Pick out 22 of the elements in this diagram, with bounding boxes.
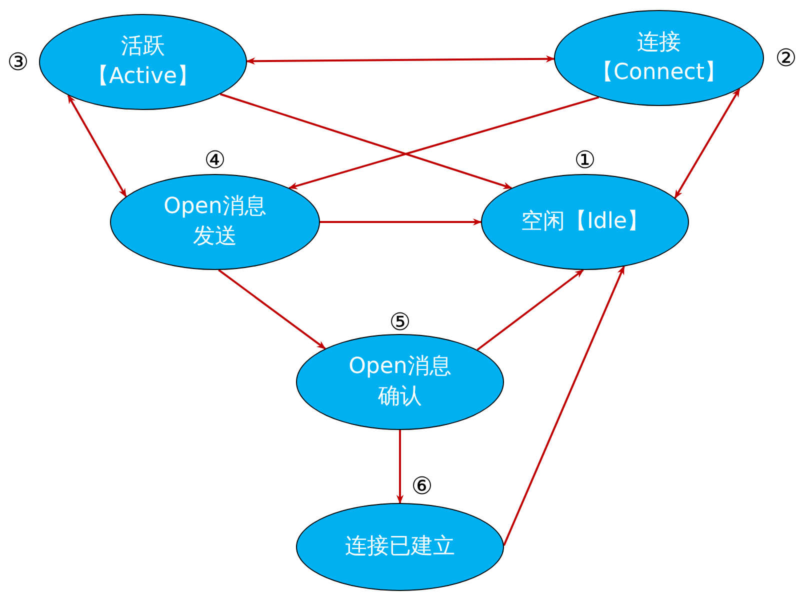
arrow [674, 88, 740, 199]
step-number: ① [574, 147, 596, 173]
step-number: ⑥ [411, 473, 433, 499]
step-number: ② [775, 45, 796, 71]
step-number: ④ [204, 147, 226, 173]
arrow [220, 93, 512, 190]
step-number: ⑤ [389, 309, 411, 335]
state-label: 连接【Connect】 [592, 29, 726, 87]
state-label: 空闲【Idle】 [520, 208, 650, 236]
arrow [67, 94, 127, 198]
arrow [396, 430, 404, 504]
step-number: ③ [7, 49, 29, 75]
arrow [288, 96, 600, 190]
arrow [246, 55, 555, 65]
state-label: 活跃【Active】 [86, 33, 200, 91]
arrow [476, 269, 584, 351]
state-label: 连接已建立 [345, 533, 455, 561]
arrow [218, 269, 326, 350]
arrow [503, 266, 625, 546]
state-label: Open消息确认 [348, 353, 452, 411]
arrow [320, 218, 482, 226]
state-label: Open消息发送 [164, 193, 266, 251]
